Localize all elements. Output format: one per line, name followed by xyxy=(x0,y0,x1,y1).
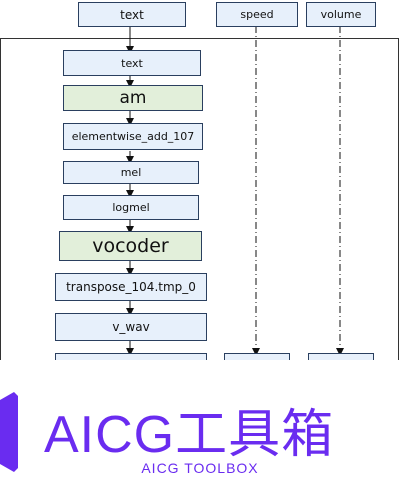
brand-subtitle: AICG TOOLBOX xyxy=(141,460,259,476)
text-node: text xyxy=(63,50,201,76)
input-speed-node: speed xyxy=(216,2,298,27)
brand-title: AICG工具箱 xyxy=(44,406,335,464)
transpose-node: transpose_104.tmp_0 xyxy=(55,273,207,301)
vocoder-node: vocoder xyxy=(59,231,202,261)
mel-node: mel xyxy=(63,161,199,184)
watermark-area xyxy=(0,360,400,502)
input-volume-node: volume xyxy=(306,2,376,27)
am-node: am xyxy=(63,85,203,111)
logmel-node: logmel xyxy=(63,195,199,220)
logo-icon xyxy=(0,392,18,472)
v-wav-node: v_wav xyxy=(55,313,207,341)
elementwise-add-node: elementwise_add_107 xyxy=(63,123,203,150)
model-container xyxy=(0,38,399,398)
input-text-node: text xyxy=(78,2,186,27)
